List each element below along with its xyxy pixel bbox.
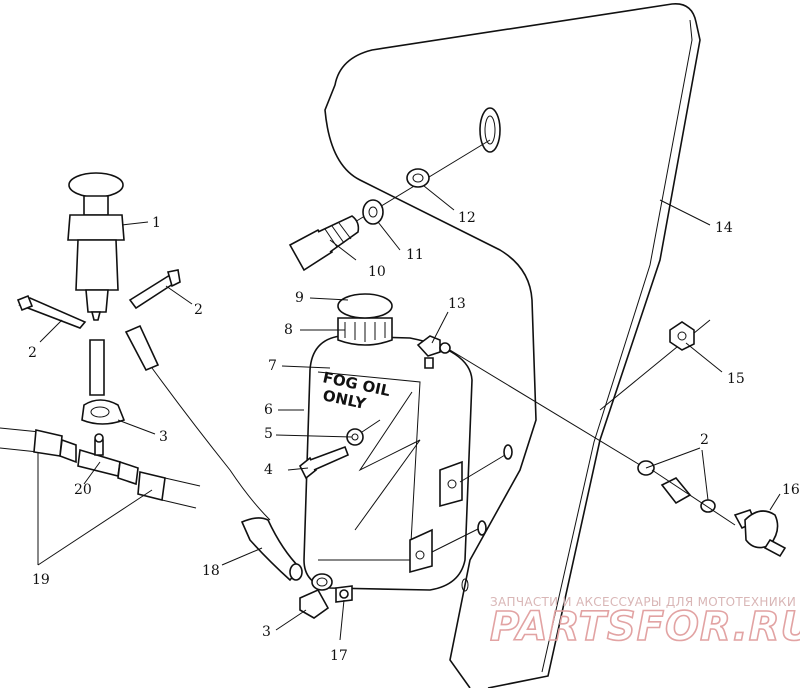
callout-14: 14 (715, 220, 733, 236)
callout-8: 8 (284, 322, 293, 338)
watermark-logo: PARTSFOR.RU (490, 604, 800, 650)
callout-10: 10 (368, 264, 386, 280)
callout-9: 9 (295, 290, 304, 306)
callout-2-right: 2 (700, 432, 709, 448)
callout-18: 18 (202, 563, 220, 579)
right-hardware (599, 319, 787, 558)
callout-5: 5 (264, 426, 273, 442)
callout-12: 12 (458, 210, 476, 226)
callout-15: 15 (727, 371, 745, 387)
callout-16: 16 (782, 482, 800, 498)
watermark-tagline: ЗАПЧАСТИ И АКСЕССУАРЫ ДЛЯ МОТОТЕХНИКИ (490, 595, 796, 609)
hose-and-bottom-parts (240, 517, 353, 619)
callout-3-lower: 3 (262, 624, 271, 640)
leader-lines (37, 185, 781, 641)
callout-17: 17 (330, 648, 348, 664)
bolt-assembly (288, 139, 491, 272)
watermark: ЗАПЧАСТИ И АКСЕССУАРЫ ДЛЯ МОТОТЕХНИКИ PA… (489, 595, 800, 651)
tee-fitting (0, 427, 201, 509)
fog-oil-tank: FOG OIL ONLY (303, 293, 513, 591)
callout-3-upper: 3 (159, 429, 168, 445)
callout-1: 1 (152, 215, 161, 231)
callout-11: 11 (406, 247, 424, 263)
primer-pump (16, 172, 271, 521)
callout-20: 20 (74, 482, 92, 498)
callout-6: 6 (264, 402, 273, 418)
callout-13: 13 (448, 296, 466, 312)
callout-19: 19 (32, 572, 50, 588)
callout-7: 7 (268, 358, 277, 374)
callout-labels: 1 2 2 3 4 5 6 7 8 9 10 11 12 13 14 15 2 … (28, 210, 800, 664)
callout-4: 4 (264, 462, 273, 478)
callout-2-upper-right: 2 (194, 302, 203, 318)
fitting-13 (416, 335, 641, 466)
mounting-panel (324, 3, 701, 689)
callout-2-upper-left: 2 (28, 345, 37, 361)
